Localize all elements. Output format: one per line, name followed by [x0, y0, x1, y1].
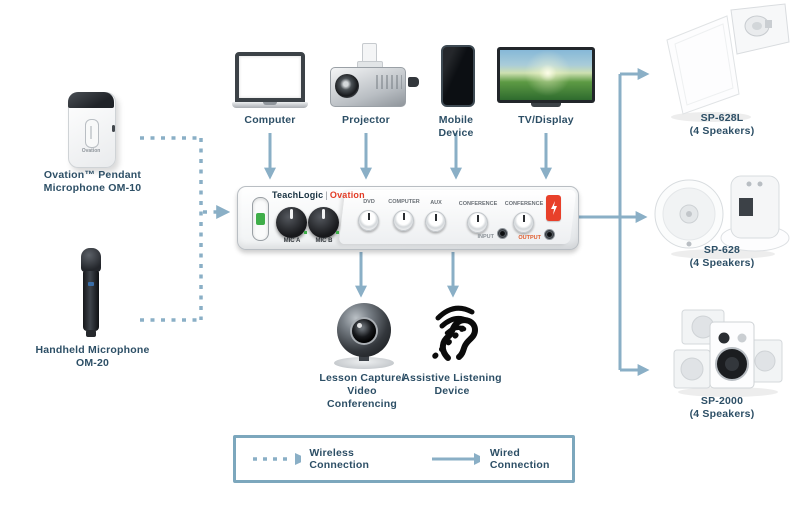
pendant-microphone-icon: Ovation [68, 92, 116, 168]
conference-out-knob [513, 212, 534, 233]
mixer-brand: TeachLogic|Ovation [272, 190, 365, 200]
mixer-device: TeachLogic|Ovation MIC A MIC B DVD COMPU… [237, 186, 579, 250]
pendant-mic-label-line1: Ovation™ Pendant [43, 169, 142, 181]
wired-connection-lines [264, 68, 650, 376]
aux-knob-label: AUX [430, 200, 442, 206]
conference-input-jack [497, 228, 508, 239]
conference-in-knob [467, 212, 488, 233]
speaker-sp2000-label: SP-2000 (4 Speakers) [652, 395, 792, 421]
pendant-cap [68, 92, 114, 108]
webcam-base [334, 357, 394, 369]
pendant-mic-label: Ovation™ Pendant Microphone OM-10 [20, 169, 165, 195]
wired-connection-label: Wired Connection [489, 447, 550, 471]
lesson-capture-label-line1: Lesson Capture/ [319, 372, 405, 384]
brand-ovation: Ovation [329, 190, 365, 200]
pendant-device-text: Ovation [81, 148, 101, 154]
computer-knob [393, 210, 414, 231]
conference-output-jack [544, 229, 555, 240]
webcam-lens [352, 319, 376, 343]
laptop-base [232, 102, 308, 108]
computer-knob-label: COMPUTER [388, 199, 420, 205]
conference-in-knob-label: CONFERENCE [458, 201, 498, 207]
assistive-listening-label-line1: Assistive Listening [402, 372, 502, 384]
speaker-sp628l-icon [666, 3, 790, 122]
brand-teachlogic: TeachLogic [272, 190, 324, 200]
laptop-icon [232, 52, 308, 108]
projector-icon [330, 43, 419, 107]
wireless-connection-lines [140, 136, 231, 322]
lesson-capture-label-line2: Video Conferencing [326, 385, 398, 410]
speaker-sp628-model: SP-628 [703, 244, 741, 256]
webcam-lens-glint [357, 323, 362, 328]
lesson-capture-label: Lesson Capture/ Video Conferencing [312, 372, 412, 411]
handheld-mic-body [83, 271, 99, 331]
handheld-mic-cap [86, 330, 96, 337]
pendant-mic-label-line2: Microphone OM-10 [43, 182, 142, 194]
speaker-sp628l-label: SP-628L (4 Speakers) [652, 112, 792, 138]
mic-b-led [336, 231, 339, 234]
dvd-knob-label: DVD [363, 199, 375, 205]
output-jack-label: OUTPUT [518, 235, 541, 241]
speaker-sp2000-model: SP-2000 [700, 395, 744, 407]
speaker-sp628-label: SP-628 (4 Speakers) [652, 244, 792, 270]
handheld-microphone-icon [81, 248, 101, 338]
speaker-sp2000-qty: (4 Speakers) [689, 408, 755, 420]
wired-connection-icon [432, 453, 480, 465]
input-jack-label: INPUT [477, 234, 495, 240]
pendant-side-switch [112, 125, 115, 132]
mic-b-knob-label: MIC B [315, 238, 333, 244]
wireless-connection-icon [253, 453, 302, 465]
speaker-sp2000-icon [673, 309, 783, 397]
projector-lens [335, 74, 359, 98]
mic-a-led [304, 231, 307, 234]
projector-plug [408, 77, 419, 87]
laptop-screen [235, 52, 305, 102]
tv-display-label: TV/Display [518, 114, 574, 126]
tv-screen [500, 50, 592, 100]
handheld-mic-button [88, 282, 94, 286]
mobile-device-label: Mobile Device [438, 114, 474, 139]
brand-separator: | [325, 190, 328, 200]
speaker-sp628-qty: (4 Speakers) [689, 257, 755, 269]
projector-vents [376, 75, 402, 89]
assistive-listening-label: Assistive Listening Device [402, 372, 502, 398]
speaker-sp628l-qty: (4 Speakers) [689, 125, 755, 137]
handheld-mic-label-line2: OM-20 [75, 357, 110, 369]
speaker-sp628l-model: SP-628L [700, 112, 744, 124]
assistive-listening-icon [432, 305, 479, 361]
legend-box: Wireless Connection Wired Connection [233, 435, 575, 483]
wireless-connection-label: Wireless Connection [309, 447, 370, 471]
mic-a-knob [276, 207, 307, 238]
tv-display-icon [497, 47, 595, 107]
conference-out-knob-label: CONFERENCE [504, 201, 544, 207]
computer-label: Computer [244, 114, 296, 126]
handheld-mic-label-line1: Handheld Microphone [35, 344, 150, 356]
assistive-listening-label-line2: Device [434, 385, 470, 397]
mic-b-knob [308, 207, 339, 238]
handheld-mic-label: Handheld Microphone OM-20 [20, 344, 165, 370]
ir-sensor-window [252, 197, 269, 241]
speaker-sp628-icon [654, 175, 790, 259]
aux-knob [425, 211, 446, 232]
projector-label: Projector [342, 114, 390, 126]
dvd-knob [358, 210, 379, 231]
mic-a-knob-label: MIC A [283, 238, 301, 244]
handheld-mic-head [81, 248, 101, 272]
webcam-neck [359, 353, 369, 361]
webcam-icon [334, 303, 394, 369]
mobile-device-icon [441, 45, 475, 107]
pendant-button [85, 119, 99, 148]
teachlogic-logo-icon [546, 195, 561, 221]
